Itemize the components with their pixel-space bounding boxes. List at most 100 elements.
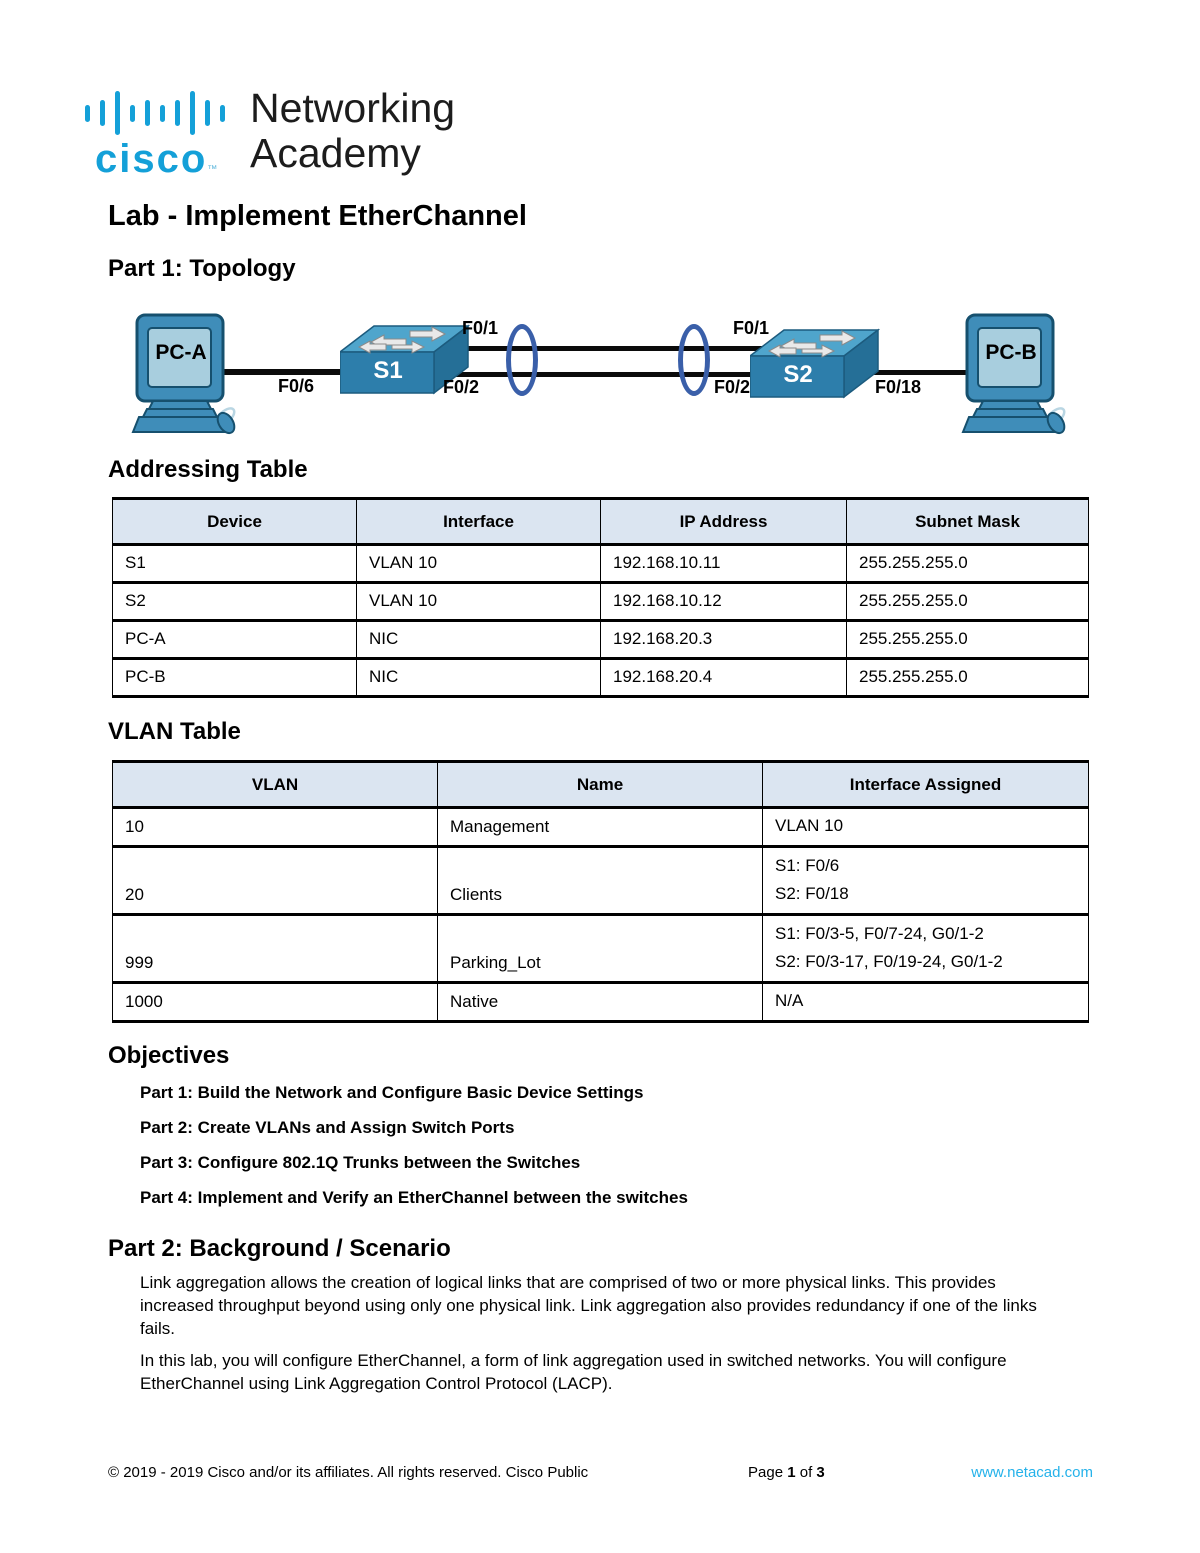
interface-line: S2: F0/3-17, F0/19-24, G0/1-2	[775, 952, 1003, 971]
switch-icon-s2	[750, 328, 880, 399]
table-header-row: VLAN Name Interface Assigned	[112, 760, 1089, 809]
paragraph-background-1: Link aggregation allows the creation of …	[140, 1273, 1037, 1338]
vlan-table-heading: VLAN Table	[108, 718, 241, 745]
column-header: VLAN	[112, 760, 438, 809]
mouse-icon	[216, 411, 236, 435]
interface-line: VLAN 10	[775, 816, 844, 835]
column-header: Device	[112, 497, 357, 546]
objective-item: Part 3: Configure 802.1Q Trunks between …	[140, 1153, 581, 1172]
background-heading: Part 2: Background / Scenario	[108, 1235, 451, 1262]
addressing-table-heading: Addressing Table	[108, 456, 308, 483]
table-cell: 192.168.20.3	[600, 619, 847, 660]
interface-line: S2: F0/18	[775, 884, 849, 903]
objective-item: Part 2: Create VLANs and Assign Switch P…	[140, 1118, 515, 1137]
table-row: 20 Clients S1: F0/6 S2: F0/18	[112, 845, 1089, 916]
cable-s1-s2-top	[455, 346, 770, 351]
table-cell: VLAN 10	[356, 581, 601, 622]
table-cell: S2	[112, 581, 357, 622]
page-total: 3	[816, 1464, 825, 1481]
interface-line: S1: F0/6	[775, 856, 840, 875]
page-of-word: of	[799, 1464, 813, 1481]
logo-text-line2: Academy	[250, 130, 421, 176]
etherchannel-bundle-icon-left	[506, 324, 538, 396]
column-header: Name	[437, 760, 763, 809]
device-label-pcb: PC-B	[985, 341, 1037, 364]
table-row: 999 Parking_Lot S1: F0/3-5, F0/7-24, G0/…	[112, 913, 1089, 984]
table-row: S2 VLAN 10 192.168.10.12 255.255.255.0	[112, 581, 1089, 622]
objectives-heading: Objectives	[108, 1042, 230, 1069]
table-row: 10 Management VLAN 10	[112, 806, 1089, 848]
objective-item: Part 4: Implement and Verify an EtherCha…	[140, 1188, 688, 1207]
logo-text: Networking Academy	[250, 86, 455, 176]
table-cell: VLAN 10	[762, 806, 1089, 848]
cisco-wordmark: cisco	[95, 137, 208, 181]
table-cell: 10	[112, 806, 438, 848]
table-cell: S1: F0/6 S2: F0/18	[762, 845, 1089, 916]
topology-diagram: PC-A S1 S2 PC-B F0/6 F0/1 F0/2 F0/1 F0/2…	[0, 305, 1200, 450]
cisco-networking-academy-logo: cisco™	[85, 90, 225, 182]
table-cell: 255.255.255.0	[846, 619, 1089, 660]
table-cell: 999	[112, 913, 438, 984]
cable-s2-pcb	[868, 370, 968, 375]
paragraph-background-2: In this lab, you will configure EtherCha…	[140, 1351, 1007, 1393]
table-cell: Native	[437, 981, 763, 1023]
table-cell: 20	[112, 845, 438, 916]
device-label-s2: S2	[783, 361, 813, 388]
footer-page-number: Page 1 of 3	[748, 1464, 825, 1481]
table-cell: 255.255.255.0	[846, 543, 1089, 584]
table-cell: 255.255.255.0	[846, 581, 1089, 622]
table-cell: 255.255.255.0	[846, 657, 1089, 698]
table-row: S1 VLAN 10 192.168.10.11 255.255.255.0	[112, 543, 1089, 584]
column-header: Interface Assigned	[762, 760, 1089, 809]
footer-copyright: © 2019 - 2019 Cisco and/or its affiliate…	[108, 1464, 589, 1481]
table-cell: PC-B	[112, 657, 357, 698]
table-cell: NIC	[356, 657, 601, 698]
pc-icon-pca	[131, 313, 236, 435]
topology-heading: Part 1: Topology	[108, 255, 296, 282]
trademark-symbol: ™	[207, 164, 218, 175]
page-word: Page	[748, 1464, 784, 1481]
table-cell: 192.168.10.12	[600, 581, 847, 622]
cable-pca-s1	[215, 369, 347, 375]
table-row: PC-A NIC 192.168.20.3 255.255.255.0	[112, 619, 1089, 660]
table-row: PC-B NIC 192.168.20.4 255.255.255.0	[112, 657, 1089, 698]
port-label-s1-f0-2: F0/2	[443, 377, 480, 397]
pc-icon-pcb	[961, 313, 1066, 435]
logo-text-line1: Networking	[250, 85, 456, 131]
cisco-logo-bars-icon	[85, 90, 225, 136]
table-cell: 192.168.10.11	[600, 543, 847, 584]
column-header: IP Address	[600, 497, 847, 546]
table-cell: Parking_Lot	[437, 913, 763, 984]
vlan-table: VLAN Name Interface Assigned 10 Manageme…	[112, 760, 1089, 1023]
port-label-s1-f0-1: F0/1	[462, 318, 499, 338]
port-label-f0-6: F0/6	[278, 376, 315, 396]
port-label-f0-18: F0/18	[875, 377, 922, 397]
port-label-s2-f0-1: F0/1	[733, 318, 770, 338]
table-cell: 192.168.20.4	[600, 657, 847, 698]
table-header-row: Device Interface IP Address Subnet Mask	[112, 497, 1089, 546]
table-cell: S1: F0/3-5, F0/7-24, G0/1-2 S2: F0/3-17,…	[762, 913, 1089, 984]
mouse-icon	[1046, 411, 1066, 435]
device-label-s1: S1	[373, 357, 403, 384]
device-label-pca: PC-A	[155, 341, 207, 364]
switch-icon-s1	[340, 324, 470, 395]
table-cell: S1	[112, 543, 357, 584]
cable-s1-s2-bottom	[455, 372, 770, 377]
table-row: 1000 Native N/A	[112, 981, 1089, 1023]
table-cell: VLAN 10	[356, 543, 601, 584]
objective-item: Part 1: Build the Network and Configure …	[140, 1083, 644, 1102]
column-header: Interface	[356, 497, 601, 546]
table-cell: 1000	[112, 981, 438, 1023]
column-header: Subnet Mask	[846, 497, 1089, 546]
netacad-link[interactable]: www.netacad.com	[971, 1464, 1093, 1481]
table-cell: Clients	[437, 845, 763, 916]
table-cell: Management	[437, 806, 763, 848]
page-title: Lab - Implement EtherChannel	[108, 200, 527, 232]
page-current: 1	[787, 1464, 796, 1481]
addressing-table: Device Interface IP Address Subnet Mask …	[112, 497, 1089, 698]
interface-line: S1: F0/3-5, F0/7-24, G0/1-2	[775, 924, 984, 943]
table-cell: NIC	[356, 619, 601, 660]
etherchannel-bundle-icon-right	[678, 324, 710, 396]
interface-line: N/A	[775, 991, 804, 1010]
